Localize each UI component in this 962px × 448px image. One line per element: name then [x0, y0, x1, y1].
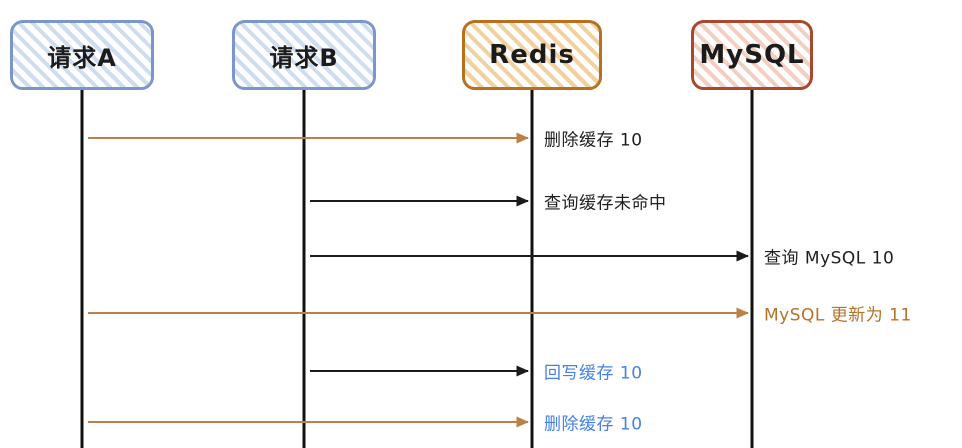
actor-label-redis: Redis [489, 40, 575, 70]
message-label-5: 回写缓存 10 [544, 363, 643, 384]
actor-label-reqA: 请求A [47, 43, 117, 72]
actor-box-redis: Redis [462, 20, 602, 90]
message-label-1: 删除缓存 10 [544, 130, 643, 151]
message-label-4: MySQL 更新为 11 [764, 305, 912, 326]
message-label-3: 查询 MySQL 10 [764, 248, 895, 269]
actor-box-reqB: 请求B [232, 20, 376, 90]
actor-box-reqA: 请求A [10, 20, 154, 90]
message-label-6: 删除缓存 10 [544, 414, 643, 435]
actor-box-mysql: MySQL [691, 20, 813, 90]
message-arrows [88, 132, 749, 428]
actor-label-mysql: MySQL [699, 40, 805, 70]
message-label-2: 查询缓存未命中 [544, 193, 667, 214]
actor-label-reqB: 请求B [269, 43, 339, 72]
lifelines [80, 88, 754, 448]
